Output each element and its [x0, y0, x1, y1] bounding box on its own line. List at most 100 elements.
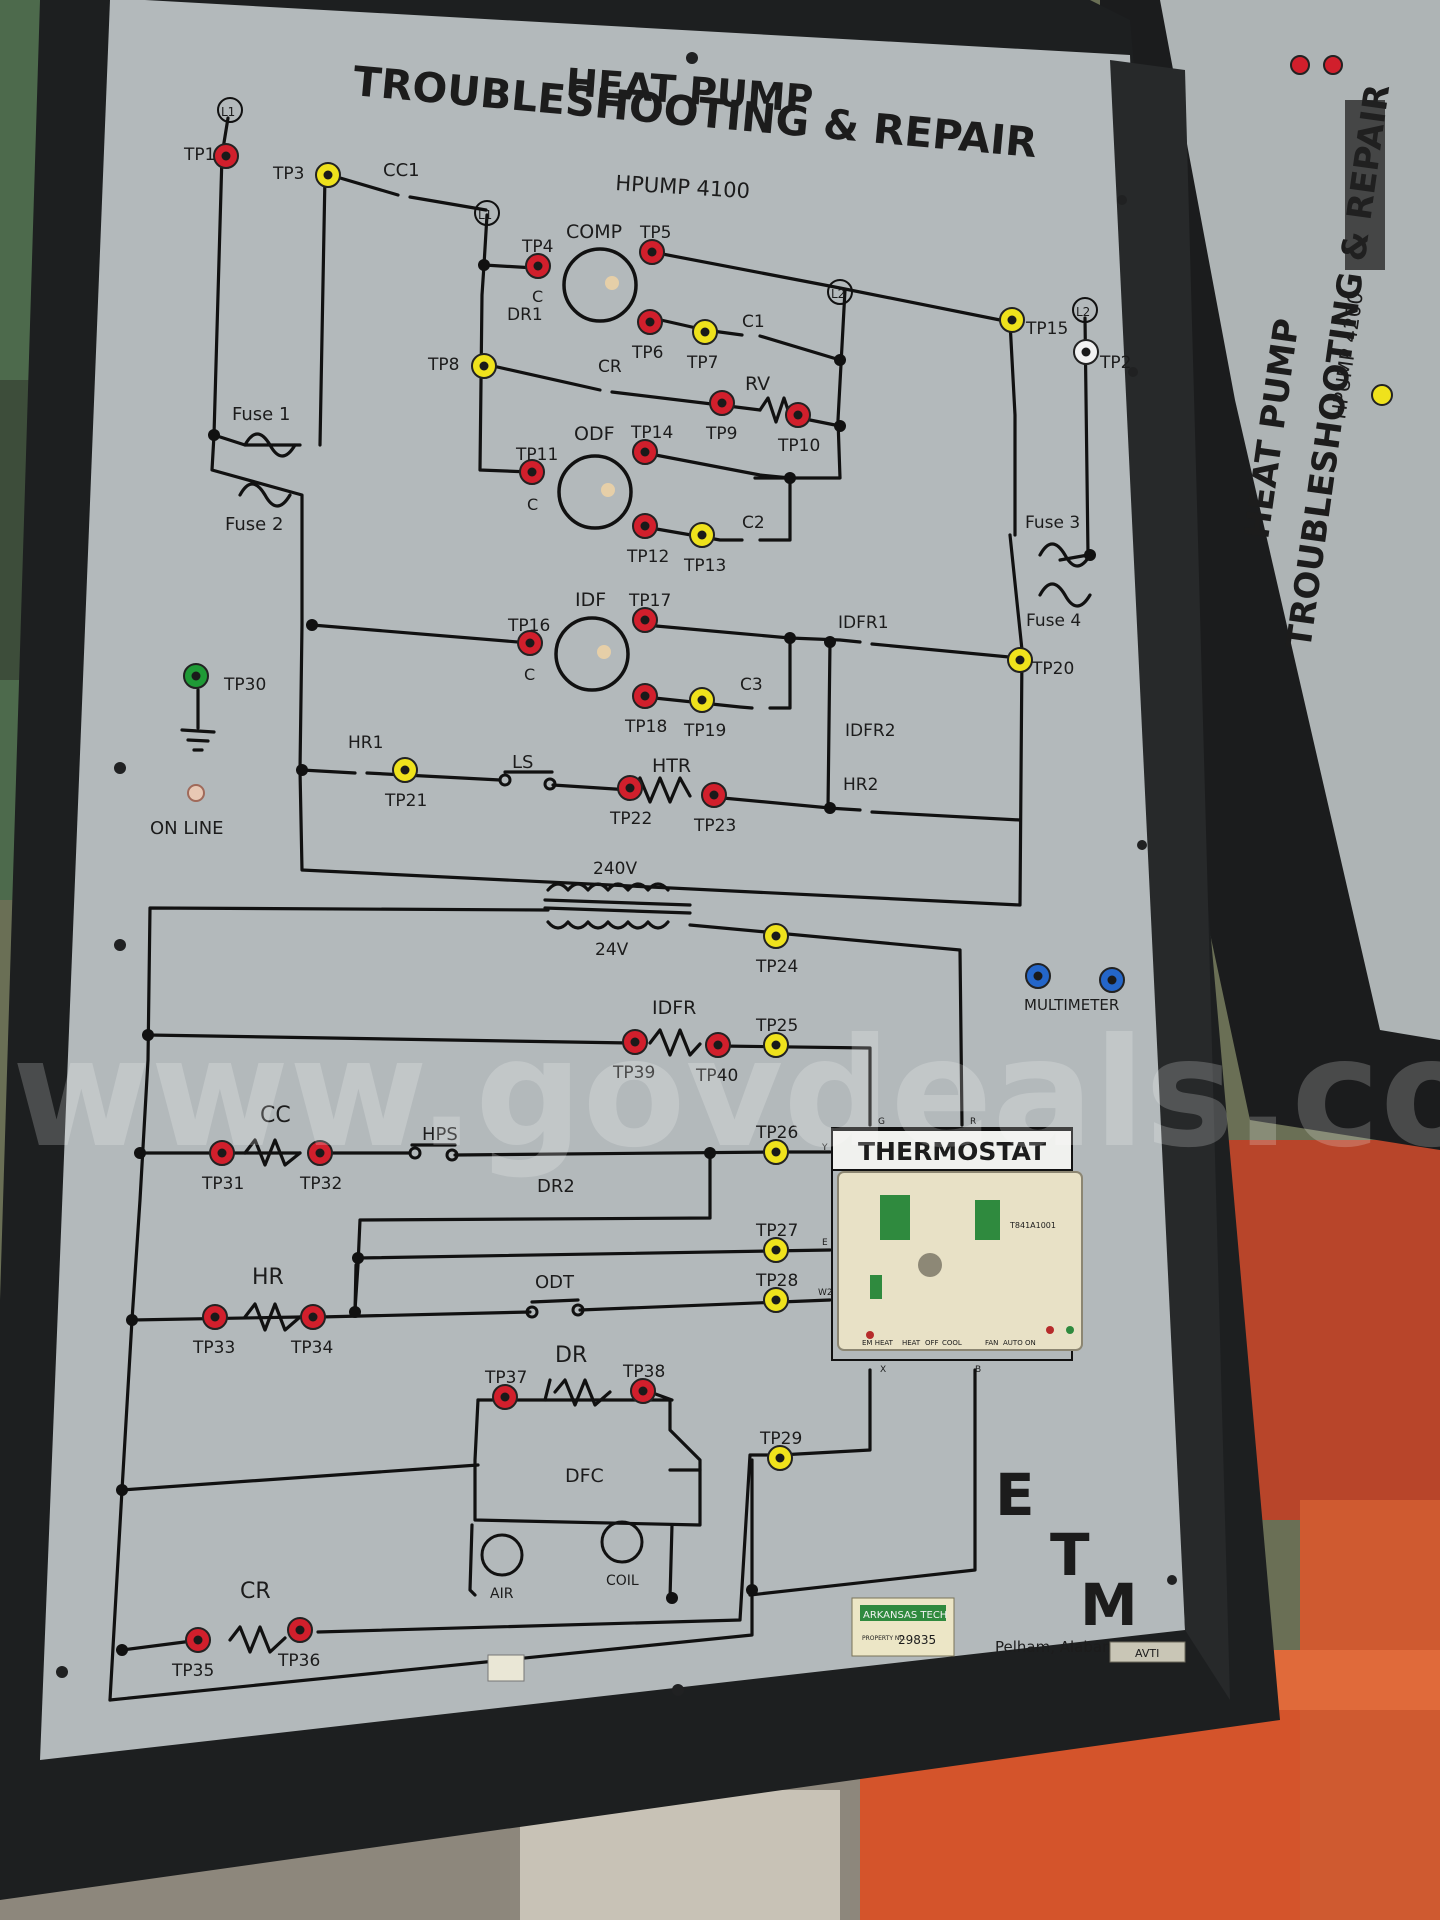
terminal-y: Y: [821, 1143, 828, 1153]
power-switch[interactable]: [487, 1654, 525, 1682]
test-point-hole-icon: [640, 521, 650, 531]
test-point-label: TP25: [755, 1016, 798, 1036]
label-odt: ODT: [535, 1272, 575, 1293]
terminal-b: B: [975, 1365, 981, 1375]
transformer-primary-icon: [546, 882, 670, 892]
test-point-tp34[interactable]: TP34: [290, 1304, 333, 1358]
test-point-label: TP13: [683, 556, 726, 576]
compressor-motor-icon: [562, 247, 638, 323]
test-point-tp22[interactable]: TP22: [609, 775, 652, 829]
label-c-odf: C: [527, 495, 538, 514]
logo-e: E: [995, 1461, 1035, 1529]
label-fuse3: Fuse 3: [1025, 513, 1080, 533]
test-point-hole-icon: [630, 1037, 640, 1047]
test-point-tp6[interactable]: TP6: [631, 309, 663, 363]
test-point-tp27[interactable]: TP27: [755, 1221, 798, 1263]
fuse4-icon: [1038, 582, 1092, 608]
test-point-tp1[interactable]: TP1: [183, 143, 239, 169]
test-point-hole-icon: [625, 783, 635, 793]
test-point-tp39[interactable]: TP39: [612, 1029, 655, 1083]
test-point-tp13[interactable]: TP13: [683, 522, 726, 576]
label-24v: 24V: [595, 940, 629, 960]
test-point-tp28[interactable]: TP28: [755, 1271, 798, 1313]
label-coil: COIL: [606, 1573, 639, 1589]
test-point-tp26[interactable]: TP26: [755, 1123, 798, 1165]
test-point-label: TP33: [192, 1338, 235, 1358]
test-point-tp2[interactable]: TP2: [1073, 339, 1131, 373]
test-point-label: TP1: [183, 145, 215, 165]
label-ls: LS: [512, 752, 533, 773]
thermostat-dial-icon[interactable]: [918, 1253, 942, 1277]
cr-coil-icon: [228, 1625, 287, 1654]
test-point-tp16[interactable]: TP16: [507, 616, 550, 656]
test-point-tp17[interactable]: TP17: [628, 591, 671, 633]
label-fuse1: Fuse 1: [232, 404, 290, 425]
test-point-hole-icon: [697, 695, 707, 705]
test-point-tp31[interactable]: TP31: [201, 1140, 244, 1194]
test-point-tp7[interactable]: TP7: [686, 319, 718, 373]
test-point-label: TP4: [521, 237, 553, 257]
test-point-tp37[interactable]: TP37: [484, 1368, 527, 1410]
test-point-hole-icon: [638, 1386, 648, 1396]
test-point-tp33[interactable]: TP33: [192, 1304, 235, 1358]
test-point-tp19[interactable]: TP19: [683, 687, 726, 741]
test-point-tp3[interactable]: TP3: [272, 162, 341, 188]
thermostat-mode-heat: HEAT: [902, 1339, 921, 1347]
test-point-hole-icon: [700, 327, 710, 337]
test-point-tp21[interactable]: TP21: [384, 757, 427, 811]
test-point-tp23[interactable]: TP23: [693, 782, 736, 836]
test-point-hole-icon: [308, 1312, 318, 1322]
test-point-tp14[interactable]: TP14: [630, 423, 673, 465]
terminal-x: X: [880, 1365, 886, 1375]
test-point-hole-icon: [697, 530, 707, 540]
etm-logo: E T M: [995, 1461, 1138, 1639]
test-point-mm1[interactable]: [1025, 963, 1051, 989]
thermostat-mode-off: OFF: [925, 1339, 939, 1347]
test-point-tp10[interactable]: TP10: [777, 402, 820, 456]
test-point-tp32[interactable]: TP32: [299, 1140, 342, 1194]
test-point-tp35[interactable]: TP35: [171, 1627, 214, 1681]
label-cr-bot: CR: [240, 1579, 271, 1604]
label-rv: RV: [745, 373, 770, 395]
manufacturer-location: Pelham, Alabama: [995, 1638, 1126, 1656]
test-point-mm2[interactable]: [1099, 967, 1125, 993]
test-point-tp25[interactable]: TP25: [755, 1016, 798, 1058]
test-point-tp20[interactable]: TP20: [1007, 647, 1074, 679]
label-hps: HPS: [422, 1124, 458, 1145]
test-point-tp36[interactable]: TP36: [277, 1617, 320, 1671]
test-point-tp5[interactable]: TP5: [639, 223, 671, 265]
avti-plate: AVTI: [1135, 1647, 1159, 1660]
test-point-tp24[interactable]: TP24: [755, 923, 798, 977]
test-point-tp30[interactable]: TP30: [183, 663, 266, 695]
test-point-tp15[interactable]: TP15: [999, 307, 1068, 339]
test-point-tp11[interactable]: TP11: [515, 445, 558, 485]
test-point-tp40[interactable]: TP40: [695, 1032, 738, 1086]
test-point-hole-icon: [527, 467, 537, 477]
test-point-label: TP17: [628, 591, 671, 611]
thermostat[interactable]: THERMOSTAT T841A1001 EM HEAT HEAT OFF CO…: [818, 1117, 1083, 1375]
test-point-label: TP15: [1025, 319, 1068, 339]
test-point-tp8[interactable]: TP8: [427, 353, 497, 379]
test-point-tp12[interactable]: TP12: [626, 513, 669, 567]
test-point-label: TP35: [171, 1661, 214, 1681]
test-point-tp18[interactable]: TP18: [624, 683, 667, 737]
test-point-hole-icon: [1107, 975, 1117, 985]
test-point-tp9[interactable]: TP9: [705, 390, 737, 444]
test-point-hole-icon: [709, 790, 719, 800]
test-point-label: TP8: [427, 355, 459, 375]
test-point-hole-icon: [191, 671, 201, 681]
label-l1b: L1: [478, 208, 492, 222]
test-point-hole-icon: [647, 247, 657, 257]
test-point-label: TP26: [755, 1123, 798, 1143]
test-point-tp38[interactable]: TP38: [622, 1362, 665, 1404]
test-point-tp29[interactable]: TP29: [759, 1429, 802, 1471]
test-point-label: TP27: [755, 1221, 798, 1241]
thermostat-fan: FAN: [985, 1339, 998, 1347]
thermostat-body[interactable]: [837, 1171, 1083, 1351]
circuit-wiring: [108, 116, 1096, 1702]
test-point-label: TP14: [630, 423, 673, 443]
test-point-hole-icon: [640, 691, 650, 701]
test-point-tp4[interactable]: TP4: [521, 237, 553, 279]
test-point-label: TP21: [384, 791, 427, 811]
label-c-idf: C: [524, 665, 535, 684]
